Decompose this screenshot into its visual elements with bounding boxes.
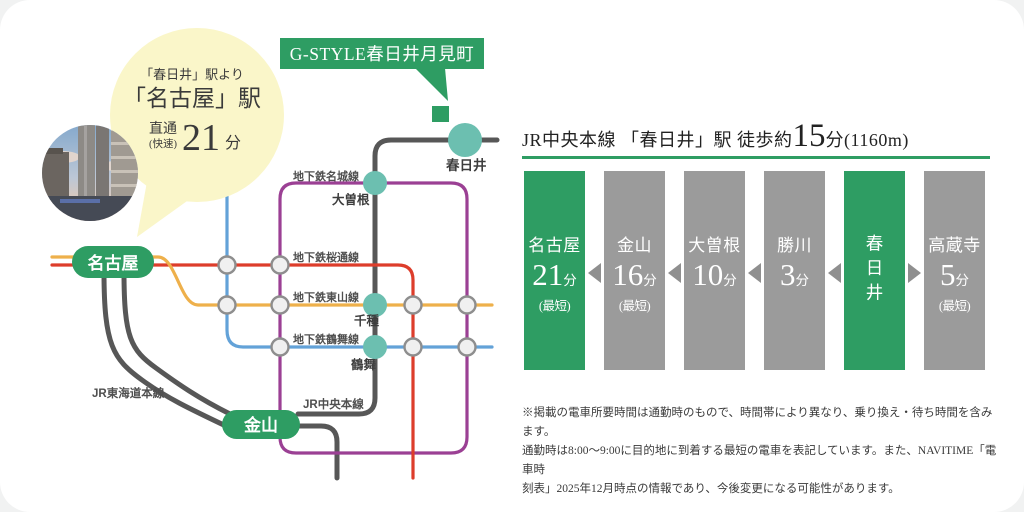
bubble-destination-text: 「名古屋」駅 (123, 86, 261, 111)
interchange-dot (270, 295, 290, 315)
route-title-minutes: 15 (792, 118, 826, 154)
station-label-nagoya: 名古屋 (88, 253, 139, 273)
jr-tokaido-line-path (101, 269, 231, 430)
arrow-left-icon (748, 263, 761, 283)
station-name: 高蔵寺 (928, 236, 981, 255)
title-underline (522, 156, 990, 159)
property-location-marker (432, 106, 449, 122)
bubble-minutes-unit: 分 (225, 134, 241, 152)
jr-chuo-line-path2 (295, 423, 340, 481)
arrow-gap (825, 171, 844, 370)
disclaimer-line: 通勤時は8:00〜9:00に目的地に到着する最短の電車を表記しています。また、N… (522, 445, 997, 476)
station-name: 春日井 (864, 233, 884, 308)
bubble-minutes-value: 21 (182, 117, 220, 159)
station-dot-chikusa (363, 293, 387, 317)
arrow-gap (905, 171, 924, 370)
station-minutes: 3 (780, 256, 796, 292)
bubble-from-text: 「春日井」駅より (140, 67, 244, 82)
station-box-kanayama: 金山 16分 (最短) (604, 171, 665, 370)
interchange-dot (270, 255, 290, 275)
arrow-gap (585, 171, 604, 370)
interchange-dot (457, 337, 477, 357)
disclaimer-line: ※掲載の電車所要時間は通勤時のもので、時間帯により異なり、乗り換え・待ち時間を含… (522, 407, 993, 438)
arrow-left-icon (828, 263, 841, 283)
map-label-sakuradori-line: 地下鉄桜通線 (293, 250, 359, 264)
map-label-tsurumai-station: 鶴舞 (351, 357, 377, 372)
interchange-dot (217, 255, 237, 275)
station-note: (最短) (938, 298, 971, 313)
station-name: 勝川 (777, 236, 812, 255)
station-pill-kanayama (222, 410, 300, 439)
station-pill-nagoya (72, 246, 154, 278)
station-note: (最短) (538, 298, 571, 313)
station-dot-tsurumai (363, 335, 387, 359)
route-title: JR中央本線 「春日井」駅 徒歩約15分(1160m) (522, 118, 909, 155)
subway-meijo-line-path (278, 181, 469, 455)
station-dot-ozone (363, 171, 387, 195)
station-minutes: 5 (940, 256, 956, 292)
station-minutes: 16 (612, 256, 644, 292)
map-label-chuo-line: JR中央本線 (303, 397, 364, 411)
jr-chuo-line-path (295, 137, 500, 417)
minutes-unit: 分 (563, 272, 577, 288)
minutes-unit: 分 (643, 272, 657, 288)
arrow-gap (665, 171, 684, 370)
subway-higashiyama-line-path (50, 255, 494, 307)
speech-bubble (110, 28, 284, 202)
interchange-dots (217, 255, 477, 357)
map-label-higashiyama-line: 地下鉄東山線 (293, 290, 359, 304)
property-callout-label: G-STYLE春日井月見町 (290, 44, 474, 64)
map-label-ozone: 大曽根 (332, 192, 370, 207)
interchange-dot (457, 295, 477, 315)
map-label-kasugai: 春日井 (445, 157, 487, 173)
station-minutes: 21 (532, 256, 564, 292)
subway-sakuradori-line-path (50, 263, 415, 480)
jr-tokaido-line-path2 (121, 269, 233, 417)
station-minutes: 10 (692, 256, 724, 292)
station-dot-kasugai (448, 123, 482, 157)
interchange-dot (403, 337, 423, 357)
route-map: 名古屋 金山 地下鉄名城線 大曽根 地下鉄桜通線 地下鉄東山線 千種 地下鉄鶴舞… (42, 28, 500, 481)
minutes-unit: 分 (723, 272, 737, 288)
interchange-dot (403, 295, 423, 315)
map-label-tokaido-line: JR東海道本線 (92, 386, 165, 400)
minutes-unit: 分 (795, 272, 810, 288)
route-title-prefix: JR中央本線 「春日井」駅 徒歩約 (522, 130, 793, 150)
station-note: (最短) (618, 298, 651, 313)
bubble-direct-text: 直通 (149, 120, 177, 137)
disclaimer-line: 刻表」2025年12月時点の情報であり、今後変更になる可能性があります。 (522, 483, 900, 495)
bubble-rapid-text: (快速) (149, 138, 177, 150)
property-callout-box (280, 38, 484, 69)
subway-tsurumai-line-path (225, 183, 494, 349)
station-label-kanayama: 金山 (243, 415, 278, 435)
station-name: 名古屋 (528, 236, 581, 255)
interchange-dot (270, 337, 290, 357)
station-box-ozone: 大曽根 10分 (684, 171, 745, 370)
route-title-suffix: 分(1160m) (825, 130, 909, 150)
station-name: 大曽根 (688, 236, 741, 255)
map-label-meijo-line: 地下鉄名城線 (293, 169, 359, 183)
station-time-row: 名古屋 21分 (最短) 金山 16分 (最短) 大曽根 10分 勝川 3分 春… (524, 171, 985, 370)
arrow-gap (745, 171, 764, 370)
station-box-kachigawa: 勝川 3分 (764, 171, 825, 370)
map-label-tsurumai-line: 地下鉄鶴舞線 (293, 332, 359, 346)
station-box-nagoya: 名古屋 21分 (最短) (524, 171, 585, 370)
disclaimer-note: ※掲載の電車所要時間は通勤時のもので、時間帯により異なり、乗り換え・待ち時間を含… (522, 404, 998, 499)
arrow-left-icon (668, 263, 681, 283)
map-label-chikusa: 千種 (354, 313, 380, 328)
station-box-kasugai: 春日井 (844, 171, 905, 370)
station-name: 金山 (617, 236, 652, 255)
nagoya-station-photo (42, 125, 138, 221)
property-callout-pointer (415, 68, 448, 101)
minutes-unit: 分 (955, 272, 970, 288)
arrow-left-icon (588, 263, 601, 283)
station-box-kozoji: 高蔵寺 5分 (最短) (924, 171, 985, 370)
interchange-dot (217, 295, 237, 315)
arrow-right-icon (908, 263, 921, 283)
